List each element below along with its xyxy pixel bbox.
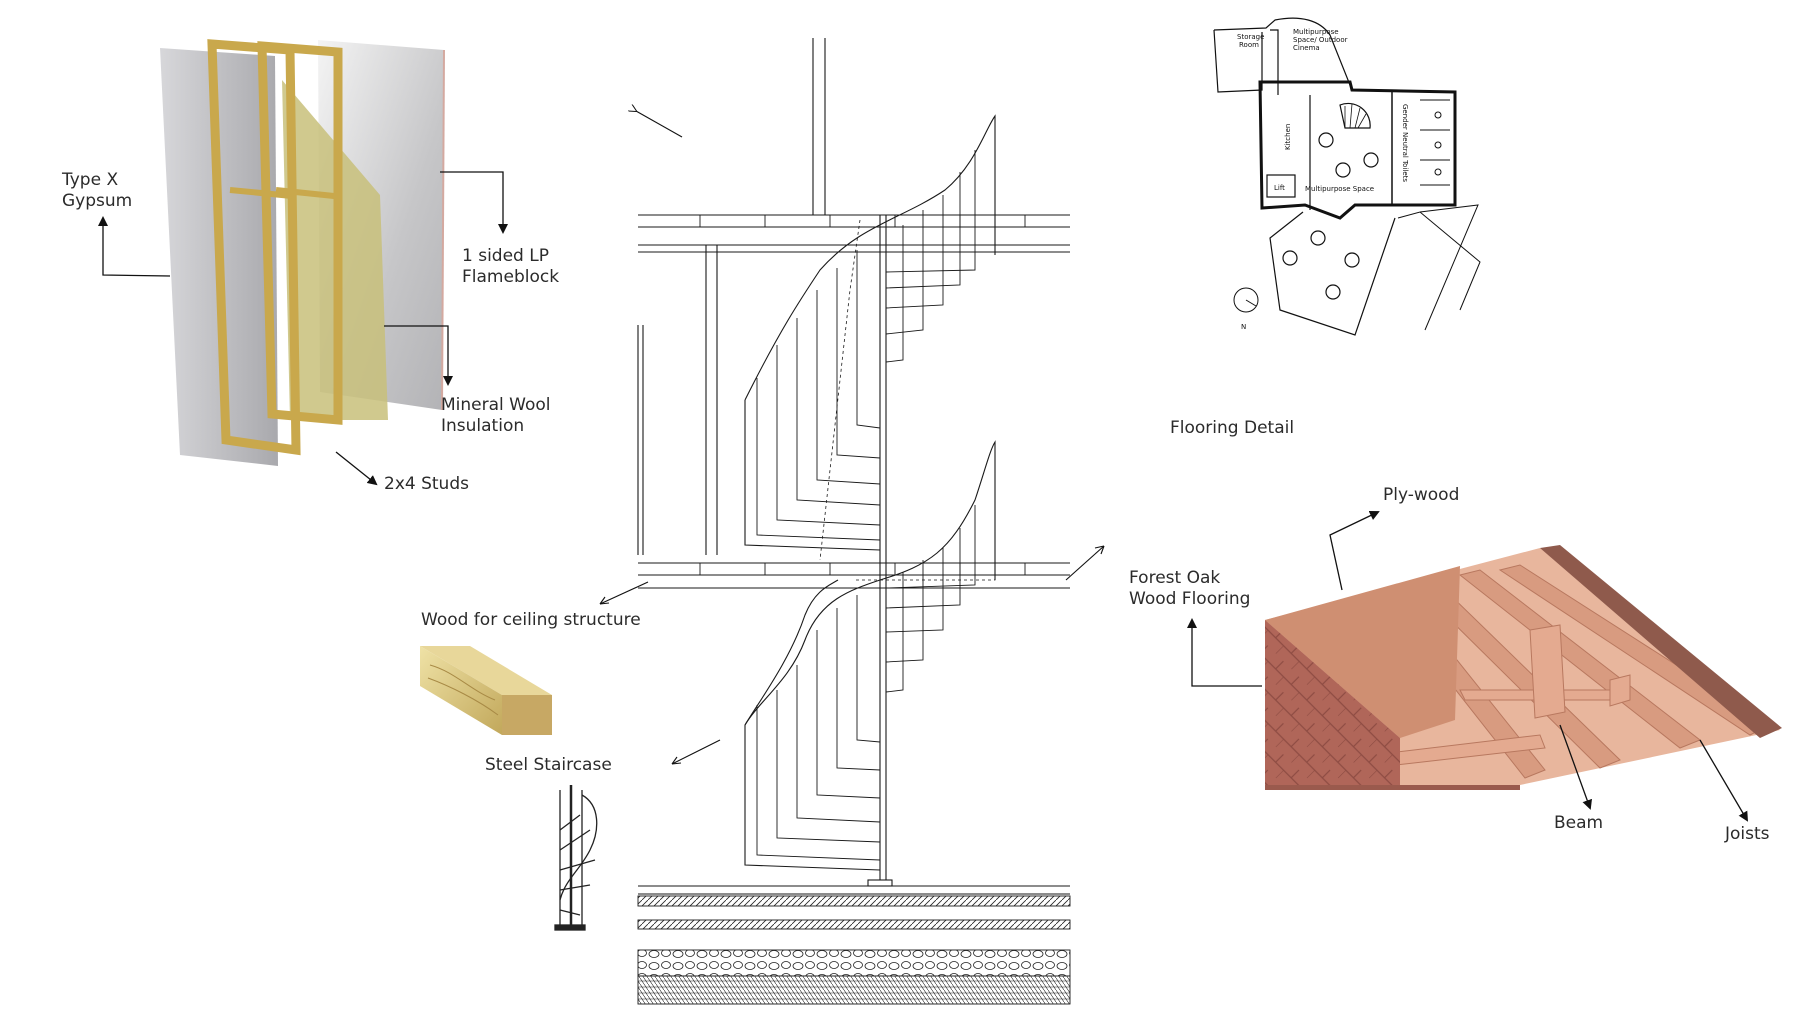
mineral-wool-label-line2: Insulation: [441, 416, 525, 436]
gypsum-label-line2: Gypsum: [62, 191, 133, 211]
flooring-pointer: [1065, 545, 1105, 581]
plywood-label: Ply-wood: [1383, 485, 1460, 505]
mineral-wool-label: Mineral Wool Insulation: [441, 395, 551, 437]
spiral-stair-icon: [554, 785, 598, 931]
plywood-leader: [1329, 510, 1380, 591]
stud-frame: [207, 39, 343, 456]
stair-pointer-top: [636, 111, 683, 138]
oak-flooring-label: Forest Oak Wood Flooring: [1129, 568, 1250, 610]
oak-flooring-surface: [1265, 620, 1400, 785]
ceiling-leader: [599, 581, 649, 605]
beam-leader: [1559, 724, 1592, 810]
oak-flooring-label-line2: Wood Flooring: [1129, 589, 1251, 609]
gypsum-label: Type X Gypsum: [62, 170, 132, 212]
joists-label: Joists: [1725, 824, 1770, 844]
plan-toilets: Gender Neutral Toilets: [1401, 104, 1409, 182]
plan-multipurpose: Multipurpose Space: [1305, 185, 1374, 193]
plan-outdoor-2: Space/ Outdoor: [1293, 36, 1348, 44]
flameblock-leader: [440, 171, 508, 234]
table-clusters: [1282, 132, 1379, 300]
ceiling-wood-illustration: [420, 646, 552, 735]
staircase-leader: [671, 739, 721, 765]
oak-leader: [1187, 618, 1262, 687]
plan-kitchen: Kitchen: [1284, 124, 1292, 150]
gypsum-leader: [98, 216, 171, 277]
studs-leader: [335, 451, 378, 486]
joists-leader: [1699, 739, 1749, 822]
plan-storage-1: Storage: [1237, 33, 1264, 41]
floor-plan: Storage Room Multipurpose Space/ Outdoor…: [1213, 17, 1481, 336]
wool-leader: [384, 325, 453, 386]
studs-label: 2x4 Studs: [384, 474, 469, 494]
flameblock-label-line2: Flameblock: [462, 267, 560, 287]
steel-staircase-label: Steel Staircase: [485, 755, 612, 775]
oak-flooring-label-line1: Forest Oak: [1129, 568, 1221, 588]
gypsum-label-line1: Type X: [62, 170, 119, 190]
plan-outdoor-3: Cinema: [1293, 44, 1320, 52]
plan-north: N: [1241, 323, 1246, 331]
flameblock-label-line1: 1 sided LP: [462, 246, 549, 266]
wall-assembly-illustration: [160, 39, 445, 466]
flooring-detail-title: Flooring Detail: [1170, 418, 1295, 438]
flameblock-label: 1 sided LP Flameblock: [462, 246, 559, 288]
mineral-wool-label-line1: Mineral Wool: [441, 395, 551, 415]
plywood-sheet: [1265, 566, 1460, 738]
plan-lift: Lift: [1274, 184, 1285, 192]
floor-edge: [1540, 545, 1782, 738]
toilet-stalls: [1420, 99, 1450, 186]
plan-storage-2: Room: [1239, 41, 1259, 49]
staircase-section-drawing: [637, 38, 1071, 1005]
ceiling-wood-label: Wood for ceiling structure: [421, 610, 641, 630]
beam-label: Beam: [1554, 813, 1604, 833]
flooring-detail-illustration: [1265, 545, 1782, 790]
plan-outdoor-1: Multipurpose: [1293, 28, 1339, 36]
